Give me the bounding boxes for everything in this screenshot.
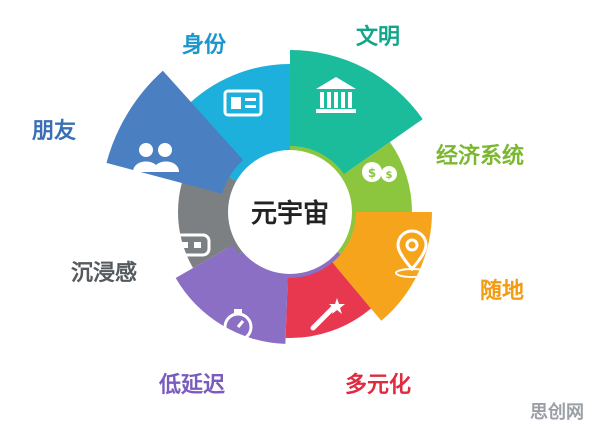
inner-ring-right-arc [289,141,361,258]
svg-text:$: $ [368,166,376,180]
segment-immersion [178,173,233,268]
label-economy: 经济系统 [436,143,524,169]
center-disc [228,150,352,274]
segments-layer: $$ [106,50,432,344]
money-bags-icon: $$ [362,162,397,182]
vr-headset-icon [171,233,211,257]
label-latency: 低延迟 [158,373,225,398]
label-friends: 朋友 [32,119,76,144]
map-pin-icon [395,229,429,278]
svg-text:$: $ [386,170,393,181]
watermark: 思创网 [530,401,584,423]
magic-wand-icon [310,298,345,331]
segment-diversity [285,262,371,338]
label-diversity: 多元化 [345,372,411,398]
people-icon [133,143,179,172]
segment-latency [175,245,288,344]
segment-anywhere [332,212,432,321]
inner-ring-top-arc [228,141,291,182]
label-civilization: 文明 [356,24,400,50]
id-card-icon [223,89,263,117]
center-label: 元宇宙 [251,198,329,229]
bank-icon [316,77,356,113]
label-immersion: 沉浸感 [71,260,137,286]
segment-civilization [290,50,423,175]
label-anywhere: 随地 [480,278,524,304]
label-identity: 身份 [182,32,227,58]
stopwatch-icon [223,309,253,342]
